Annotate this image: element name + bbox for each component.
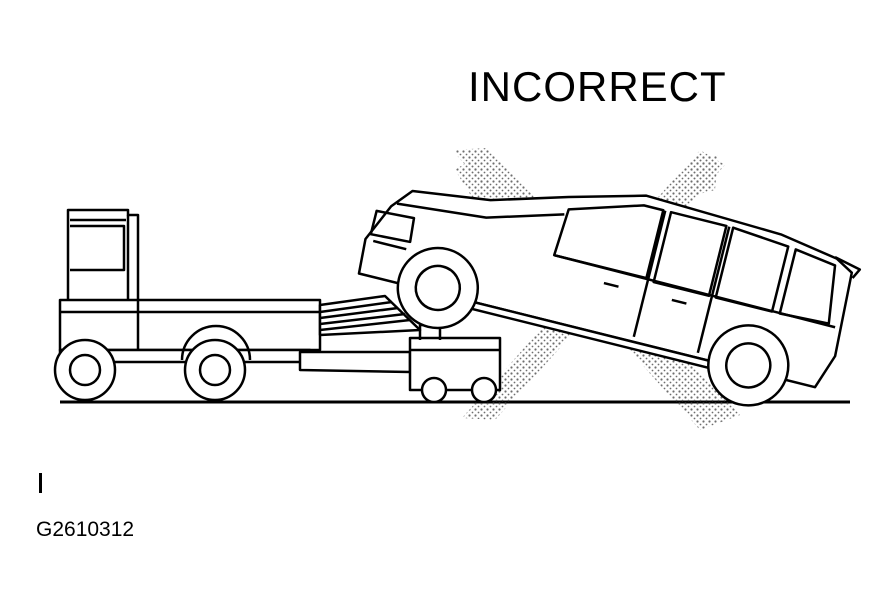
incorrect-label: INCORRECT [468, 63, 727, 110]
change-bar-mark [39, 473, 42, 493]
wheel-lift-dolly-icon [408, 323, 502, 404]
suv-icon [357, 189, 862, 407]
figure-code: G2610312 [36, 518, 135, 541]
tow-truck-icon [53, 208, 422, 402]
